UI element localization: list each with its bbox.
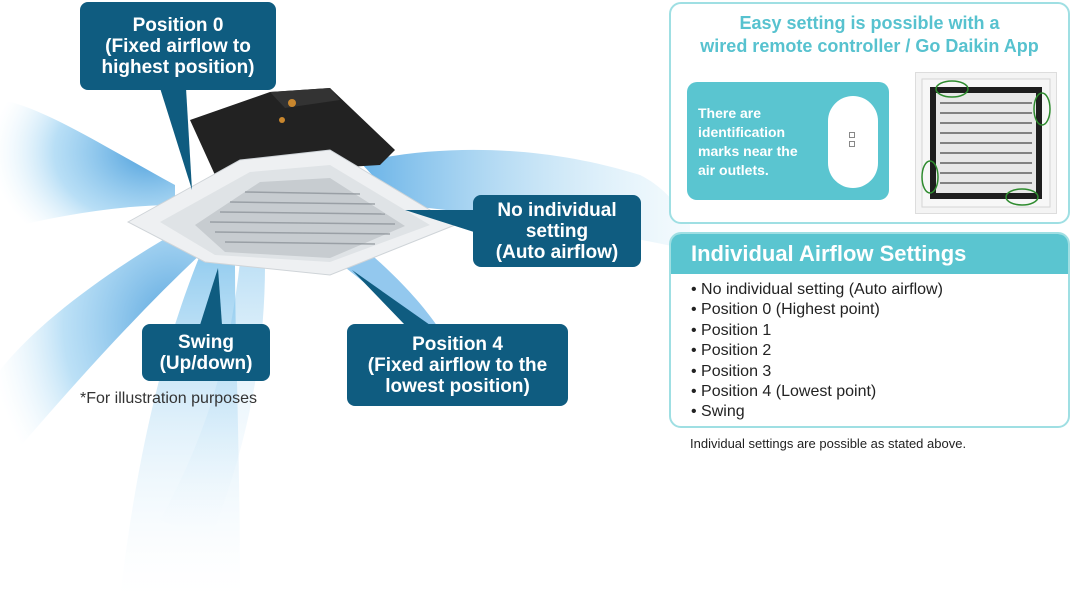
callout-position-4-line-2: (Fixed airflow to the [367, 354, 548, 376]
callout-position-0-line-2: (Fixed airflow to [105, 35, 251, 57]
list-item: No individual setting (Auto airflow) [691, 280, 943, 300]
callout-position-4: Position 4 (Fixed airflow to the lowest … [347, 324, 568, 406]
callout-position-4-line-1: Position 4 [412, 333, 503, 355]
panel-front-image [915, 72, 1057, 214]
panel-front-drawing [921, 78, 1051, 208]
individual-settings-note: Individual settings are possible as stat… [690, 436, 967, 451]
identification-marks-callout: There are identification marks near the … [687, 82, 889, 200]
list-item: Position 1 [691, 321, 943, 341]
callout-no-individual-line-1: No individual [497, 199, 617, 221]
unit-body [190, 88, 395, 175]
unit-grille [195, 178, 405, 258]
easy-setting-title-line-2: wired remote controller / Go Daikin App [700, 36, 1039, 56]
identification-marks-line-3: marks near the [698, 143, 798, 159]
easy-setting-title-line-1: Easy setting is possible with a [739, 13, 1000, 33]
list-item: Swing [691, 402, 943, 422]
callout-position-4-line-3: lowest position) [385, 375, 530, 397]
callout-swing-line-1: Swing [178, 331, 234, 353]
list-item: Position 3 [691, 362, 943, 382]
easy-setting-box: Easy setting is possible with a wired re… [669, 2, 1070, 224]
list-item: Position 0 (Highest point) [691, 300, 943, 320]
callout-swing-line-2: (Up/down) [159, 352, 253, 374]
airflow-stream-left [0, 100, 175, 230]
list-item: Position 4 (Lowest point) [691, 382, 943, 402]
identification-marks-line-2: identification [698, 124, 786, 140]
identification-marks-line-4: air outlets. [698, 162, 769, 178]
identification-mark-closeup [828, 96, 878, 188]
airflow-stream-right-lower [330, 245, 440, 330]
identification-marks-text: There are identification marks near the … [698, 104, 818, 180]
callout-position-0-line-1: Position 0 [132, 14, 224, 36]
illustration-note: *For illustration purposes [80, 390, 257, 407]
callout-no-individual-setting: No individual setting (Auto airflow) [473, 195, 641, 267]
callout-no-individual-line-3: (Auto airflow) [495, 241, 619, 263]
mark-square-icon [849, 141, 855, 147]
callout-swing: Swing (Up/down) [142, 324, 270, 381]
callout-position-0: Position 0 (Fixed airflow to highest pos… [80, 2, 276, 90]
airflow-stream-lower-left [0, 230, 205, 470]
callout-position-0-line-3: highest position) [101, 56, 255, 78]
individual-airflow-title: Individual Airflow Settings [671, 234, 1068, 274]
callout-no-individual-line-2: setting [525, 220, 589, 242]
list-item: Position 2 [691, 341, 943, 361]
individual-airflow-list: No individual setting (Auto airflow) Pos… [691, 280, 943, 423]
individual-airflow-box: Individual Airflow Settings No individua… [669, 232, 1070, 428]
easy-setting-title: Easy setting is possible with a wired re… [671, 12, 1068, 58]
mark-square-icon [849, 132, 855, 138]
identification-marks-line-1: There are [698, 105, 762, 121]
